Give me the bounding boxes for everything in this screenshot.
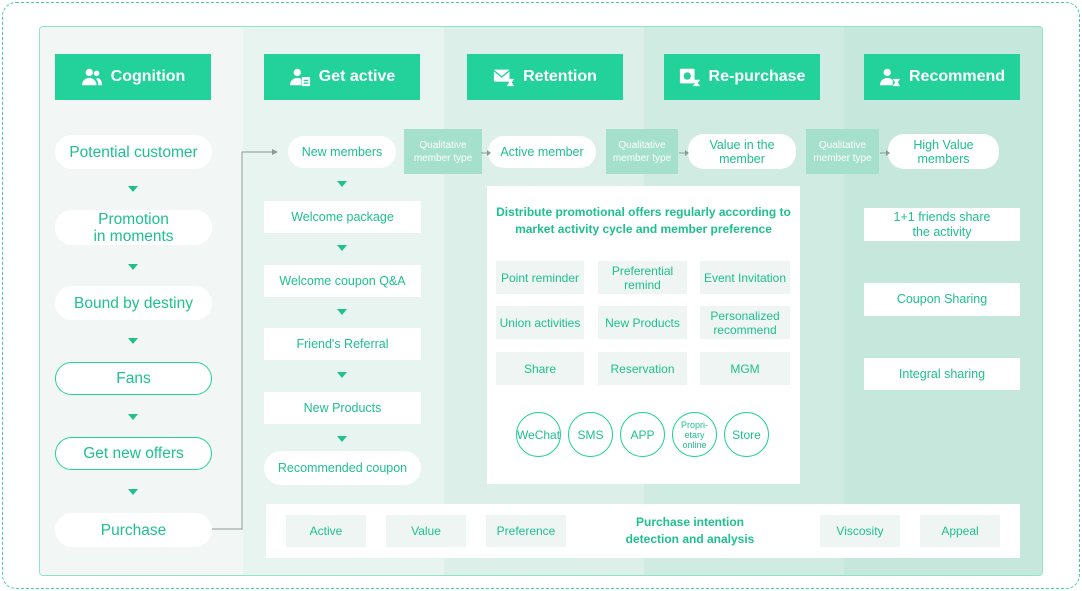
flow-active-member: Active member bbox=[488, 136, 596, 168]
analysis-item: Value bbox=[386, 515, 466, 547]
channel-wechat: WeChat bbox=[516, 412, 561, 457]
down-arrow-icon bbox=[337, 245, 347, 251]
retention-item: Personalized recommend bbox=[700, 306, 790, 339]
recommend-item: 1+1 friends share the activity bbox=[864, 208, 1020, 241]
retention-item: Point reminder bbox=[496, 261, 584, 294]
retention-item: Reservation bbox=[598, 352, 687, 385]
arrow-right-icon bbox=[880, 150, 890, 156]
cognition-step: Promotion in moments bbox=[55, 210, 212, 245]
channel-sms: SMS bbox=[568, 412, 613, 457]
cognition-step: Purchase bbox=[55, 513, 212, 547]
retention-item: Share bbox=[496, 352, 584, 385]
cognition-step: Bound by destiny bbox=[55, 286, 212, 320]
recommend-item: Coupon Sharing bbox=[864, 283, 1020, 316]
retention-item: Preferential remind bbox=[598, 261, 687, 294]
down-arrow-icon bbox=[337, 436, 347, 442]
down-arrow-icon bbox=[337, 309, 347, 315]
analysis-item: Appeal bbox=[920, 515, 1000, 547]
analysis-item: Preference bbox=[486, 515, 566, 547]
retention-item: Union activities bbox=[496, 306, 584, 339]
retention-item: Event Invitation bbox=[700, 261, 790, 294]
header-cognition: Cognition bbox=[55, 54, 211, 100]
users-icon bbox=[81, 68, 102, 86]
cognition-step: Fans bbox=[55, 362, 212, 395]
channel-proprietary-online: Propri- etary online bbox=[672, 412, 717, 457]
down-arrow-icon bbox=[128, 414, 138, 420]
header-label: Recommend bbox=[908, 68, 1006, 85]
get-active-item: Recommended coupon bbox=[264, 451, 421, 485]
mail-timer-icon bbox=[493, 69, 515, 87]
down-arrow-icon bbox=[128, 489, 138, 495]
get-active-item: Welcome package bbox=[264, 201, 421, 233]
down-arrow-icon bbox=[128, 186, 138, 192]
arrow-right-icon bbox=[481, 150, 491, 156]
header-repurchase: Re-purchase bbox=[664, 54, 820, 100]
arrow-right-icon bbox=[679, 150, 689, 156]
connector-line bbox=[212, 149, 278, 530]
get-active-item: Welcome coupon Q&A bbox=[264, 265, 421, 297]
analysis-item: Active bbox=[286, 515, 366, 547]
recommend-item: Integral sharing bbox=[864, 358, 1020, 390]
header-retention: Retention bbox=[467, 54, 623, 100]
get-active-item: Friend's Referral bbox=[264, 328, 421, 360]
header-label: Get active bbox=[318, 68, 396, 85]
repurchase-icon bbox=[679, 68, 700, 87]
header-recommend: Recommend bbox=[864, 54, 1020, 100]
flow-new-members: New members bbox=[288, 136, 396, 168]
header-get-active: Get active bbox=[264, 54, 420, 100]
qualitative-member-type: Qualitative member type bbox=[404, 129, 482, 174]
flow-value-member: Value in the member bbox=[688, 134, 796, 169]
down-arrow-icon bbox=[128, 338, 138, 344]
get-active-item: New Products bbox=[264, 392, 421, 424]
qualitative-member-type: Qualitative member type bbox=[806, 129, 879, 174]
member-card-icon bbox=[289, 68, 310, 87]
retention-item: New Products bbox=[598, 306, 687, 339]
header-label: Retention bbox=[523, 68, 597, 85]
down-arrow-icon bbox=[337, 181, 347, 187]
analysis-item: Viscosity bbox=[820, 515, 900, 547]
retention-item: MGM bbox=[700, 352, 790, 385]
retention-title: Distribute promotional offers regularly … bbox=[496, 205, 791, 236]
channel-app: APP bbox=[620, 412, 665, 457]
down-arrow-icon bbox=[128, 264, 138, 270]
flow-high-value: High Value members bbox=[888, 134, 999, 169]
header-label: Re-purchase bbox=[708, 68, 806, 85]
qualitative-member-type: Qualitative member type bbox=[606, 129, 678, 174]
user-timer-icon bbox=[879, 68, 901, 87]
analysis-title: Purchase intention detection and analysi… bbox=[625, 515, 755, 546]
cognition-step: Get new offers bbox=[55, 437, 212, 470]
down-arrow-icon bbox=[337, 372, 347, 378]
header-label: Cognition bbox=[110, 68, 186, 85]
channel-store: Store bbox=[724, 412, 769, 457]
cognition-step: Potential customer bbox=[55, 135, 212, 169]
